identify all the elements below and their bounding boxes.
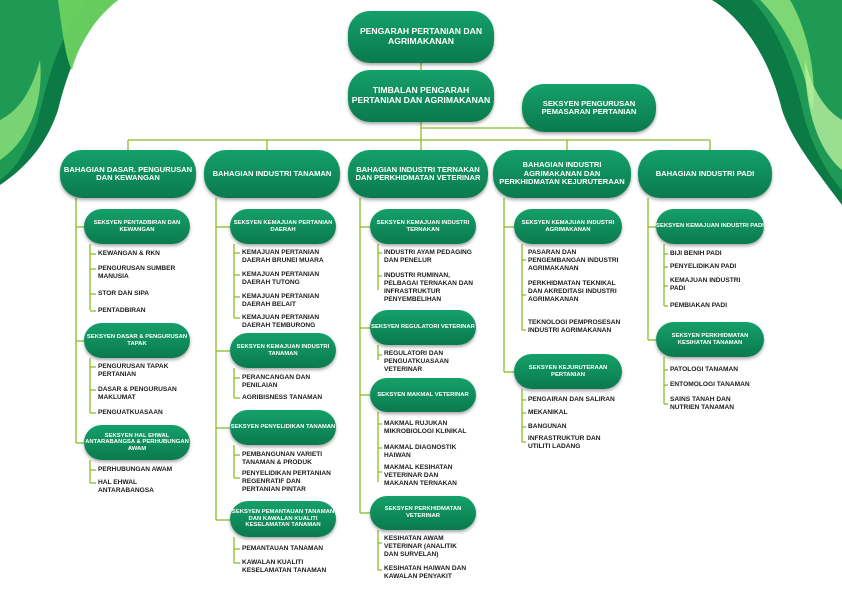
unit-item: PENGAIRAN DAN SALIRAN	[528, 396, 615, 403]
unit-item: REGULATORI DAN PENGUATKUASAAN VETERINAR	[384, 350, 449, 373]
unit-item: KAWALAN KUALITI KESELAMATAN TANAMAN	[242, 559, 327, 574]
section-label: SEKSYEN DASAR & PENGURUSAN TAPAK	[86, 333, 188, 347]
section-label: SEKSYEN PENTADBIRAN DAN KEWANGAN	[93, 219, 181, 233]
section-label: SEKSYEN KEMAJUAN INDUSTRI TANAMAN	[236, 343, 330, 357]
marketing-section-box: SEKSYEN PENGURUSAN PEMASARAN PERTANIAN	[522, 84, 656, 132]
section-box: SEKSYEN MAKMAL VETERINAR	[370, 378, 476, 412]
unit-item: PENTADBIRAN	[98, 307, 146, 314]
unit-item: SAINS TANAH DAN NUTRIEN TANAMAN	[670, 396, 734, 411]
unit-item: KESIHATAN AWAM VETERINAR (ANALITIK DAN S…	[384, 535, 457, 558]
unit-item: DASAR & PENGURUSAN MAKLUMAT	[98, 386, 177, 401]
unit-item: INDUSTRI RUMINAN, PELBAGAI TERNAKAN DAN …	[384, 272, 474, 303]
deputy-director-label: TIMBALAN PENGARAH PERTANIAN DAN AGRIMAKA…	[351, 85, 491, 105]
unit-item: PERHUBUNGAN AWAM	[98, 466, 173, 473]
unit-item: PENGUATKUASAAN	[98, 409, 163, 416]
unit-item: KEMAJUAN PERTANIAN DAERAH TEMBURONG	[242, 314, 320, 329]
division-label: BAHAGIAN INDUSTRI PADI	[655, 168, 755, 178]
unit-item: ENTOMOLOGI TANAMAN	[670, 381, 750, 388]
unit-item: KESIHATAN HAIWAN DAN KAWALAN PENYAKIT	[384, 565, 467, 580]
unit-item: MAKMAL KESIHATAN VETERINAR DAN MAKANAN T…	[384, 464, 457, 487]
unit-item: KEMAJUAN INDUSTRI PADI	[670, 277, 741, 292]
unit-item: PASARAN DAN PENGEMBANGAN INDUSTRI AGRIMA…	[528, 249, 619, 272]
section-label: SEKSYEN HAL EHWAL ANTARABANGSA & PERHUBU…	[85, 432, 189, 452]
division-label: BAHAGIAN INDUSTRI TERNAKAN DAN PERKHIDMA…	[355, 164, 481, 182]
division-label: BAHAGIAN DASAR. PENGURUSAN DAN KEWANGAN	[63, 164, 193, 182]
unit-item: PENGURUSAN TAPAK PERTANIAN	[98, 363, 169, 378]
unit-item: MEKANIKAL	[528, 409, 568, 416]
section-box: SEKSYEN KEMAJUAN INDUSTRI TERNAKAN	[370, 209, 476, 244]
section-box: SEKSYEN PEMANTAUAN TANAMAN DAN KAWALAN K…	[230, 501, 336, 537]
unit-item: INDUSTRI AYAM PEDAGING DAN PENELUR	[384, 249, 472, 264]
section-box: SEKSYEN HAL EHWAL ANTARABANGSA & PERHUBU…	[84, 425, 190, 460]
section-label: SEKSYEN REGULATORI VETERINAR	[371, 324, 475, 331]
division-box: BAHAGIAN DASAR. PENGURUSAN DAN KEWANGAN	[60, 150, 196, 198]
unit-item: BANGUNAN	[528, 423, 567, 430]
unit-item: PEMBIAKAN PADI	[670, 302, 728, 309]
marketing-section-label: SEKSYEN PENGURUSAN PEMASARAN PERTANIAN	[541, 98, 637, 116]
unit-item: KEMAJUAN PERTANIAN DAERAH TUTONG	[242, 271, 320, 286]
unit-item: KEWANGAN & RKN	[98, 250, 160, 257]
unit-item: PERANCANGAN DAN PENILAIAN	[242, 374, 311, 389]
unit-item: HAL EHWAL ANTARABANGSA	[98, 479, 154, 494]
section-box: SEKSYEN PENYELIDIKAN TANAMAN	[230, 410, 336, 445]
section-box: SEKSYEN KEMAJUAN PERTANIAN DAERAH	[230, 209, 336, 244]
unit-item: STOR DAN SIPA	[98, 290, 150, 297]
section-label: SEKSYEN PENYELIDIKAN TANAMAN	[230, 424, 336, 431]
unit-item: PENYELIDIKAN PERTANIAN REGENRATIF DAN PE…	[242, 470, 331, 493]
section-label: SEKSYEN KEMAJUAN INDUSTRI TERNAKAN	[376, 219, 470, 233]
section-label: SEKSYEN KEJURUTERAAN PERTANIAN	[528, 364, 608, 378]
section-box: SEKSYEN PERKHIDMATAN VETERINAR	[370, 496, 476, 530]
section-label: SEKSYEN PERKHIDMATAN VETERINAR	[384, 506, 462, 519]
section-box: SEKSYEN KEMAJUAN INDUSTRI TANAMAN	[230, 333, 336, 368]
unit-item: PEMANTAUAN TANAMAN	[242, 545, 324, 552]
division-label: BAHAGIAN INDUSTRI TANAMAN	[212, 168, 332, 178]
section-box: SEKSYEN PERKHIDMATAN KESIHATAN TANAMAN	[656, 322, 764, 357]
director-label: PENGARAH PERTANIAN DAN AGRIMAKANAN	[359, 26, 483, 46]
section-label: SEKSYEN KEMAJUAN INDUSTRI AGRIMAKANAN	[521, 219, 615, 233]
section-box: SEKSYEN REGULATORI VETERINAR	[370, 310, 476, 345]
unit-item: PATOLOGI TANAMAN	[670, 366, 739, 373]
unit-item: MAKMAL RUJUKAN MIKROBIOLOGI KLINIKAL	[384, 420, 467, 435]
unit-item: PENGURUSAN SUMBER MANUSIA	[98, 265, 176, 280]
section-box: SEKSYEN KEMAJUAN INDUSTRI AGRIMAKANAN	[514, 209, 622, 244]
unit-item: KEMAJUAN PERTANIAN DAERAH BRUNEI MUARA	[242, 249, 324, 264]
unit-item: TEKNOLOGI PEMPROSESAN INDUSTRI AGRIMAKAN…	[528, 319, 621, 334]
unit-item: KEMAJUAN PERTANIAN DAERAH BELAIT	[242, 293, 320, 308]
division-box: BAHAGIAN INDUSTRI TANAMAN	[204, 150, 340, 198]
section-box: SEKSYEN KEJURUTERAAN PERTANIAN	[514, 354, 622, 389]
director-box: PENGARAH PERTANIAN DAN AGRIMAKANAN	[348, 11, 494, 63]
unit-item: PEMBANGUNAN VARIETI TANAMAN & PRODUK	[242, 451, 323, 466]
division-box: BAHAGIAN INDUSTRI PADI	[638, 150, 772, 198]
unit-item: MAKMAL DIAGNOSTIK HAIWAN	[384, 444, 457, 459]
section-box: SEKSYEN DASAR & PENGURUSAN TAPAK	[84, 323, 190, 358]
unit-item: AGRIBISNESS TANAMAN	[242, 394, 323, 401]
division-label: BAHAGIAN INDUSTRI AGRIMAKANAN DAN PERKHI…	[499, 160, 625, 187]
section-label: SEKSYEN PEMANTAUAN TANAMAN DAN KAWALAN K…	[231, 509, 335, 529]
division-box: BAHAGIAN INDUSTRI AGRIMAKANAN DAN PERKHI…	[493, 150, 631, 198]
unit-item: PERKHIDMATAN TEKNIKAL DAN AKREDITASI IND…	[528, 280, 617, 303]
unit-item: PENYELIDIKAN PADI	[670, 263, 737, 270]
division-box: BAHAGIAN INDUSTRI TERNAKAN DAN PERKHIDMA…	[348, 150, 488, 198]
section-label: SEKSYEN PERKHIDMATAN KESIHATAN TANAMAN	[671, 332, 749, 346]
unit-item: BIJI BENIH PADI	[670, 250, 722, 257]
section-box: SEKSYEN KEMAJUAN INDUSTRI PADI	[656, 209, 764, 244]
section-label: SEKSYEN KEMAJUAN INDUSTRI PADI	[656, 223, 764, 230]
section-label: SEKSYEN MAKMAL VETERINAR	[377, 391, 469, 398]
section-label: SEKSYEN KEMAJUAN PERTANIAN DAERAH	[233, 219, 333, 233]
unit-item: INFRASTRUKTUR DAN UTILITI LADANG	[528, 435, 601, 450]
deputy-director-box: TIMBALAN PENGARAH PERTANIAN DAN AGRIMAKA…	[348, 70, 494, 122]
section-box: SEKSYEN PENTADBIRAN DAN KEWANGAN	[84, 209, 190, 244]
